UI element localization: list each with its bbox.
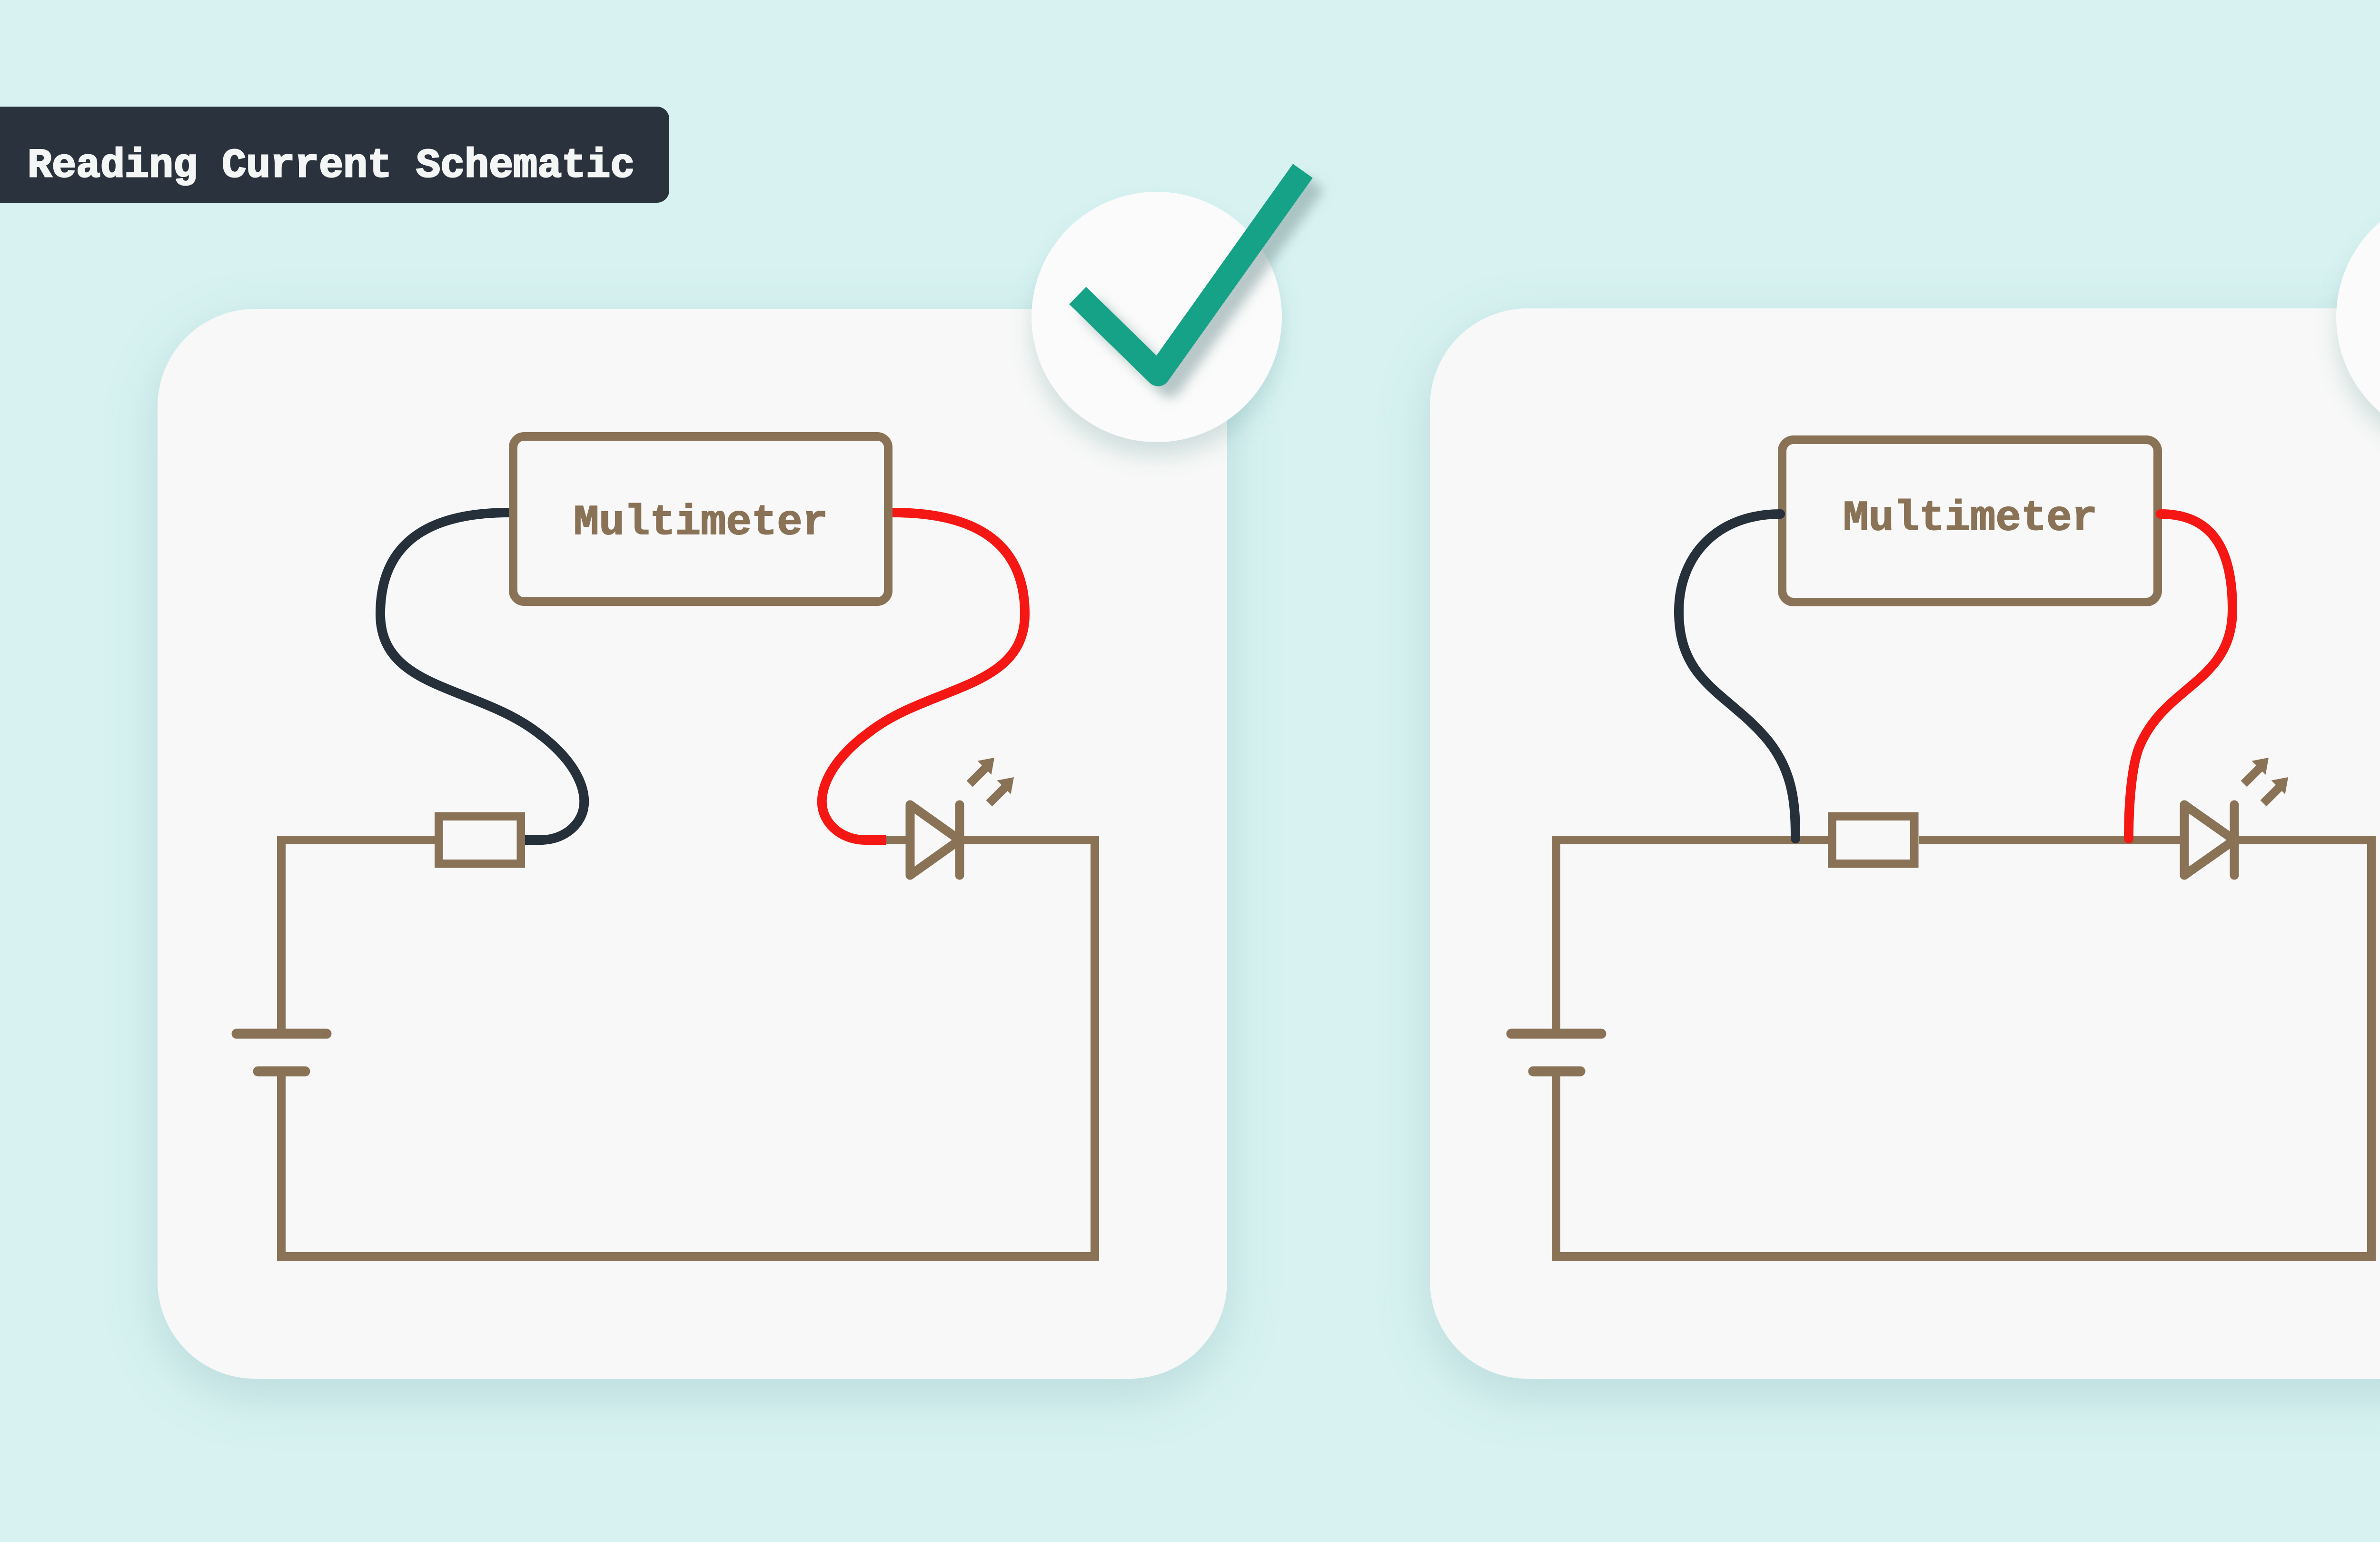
svg-text:Multimeter: Multimeter [1843, 494, 2097, 543]
svg-text:Multimeter: Multimeter [574, 499, 828, 547]
svg-text:Reading Current Schematic: Reading Current Schematic [28, 143, 635, 189]
